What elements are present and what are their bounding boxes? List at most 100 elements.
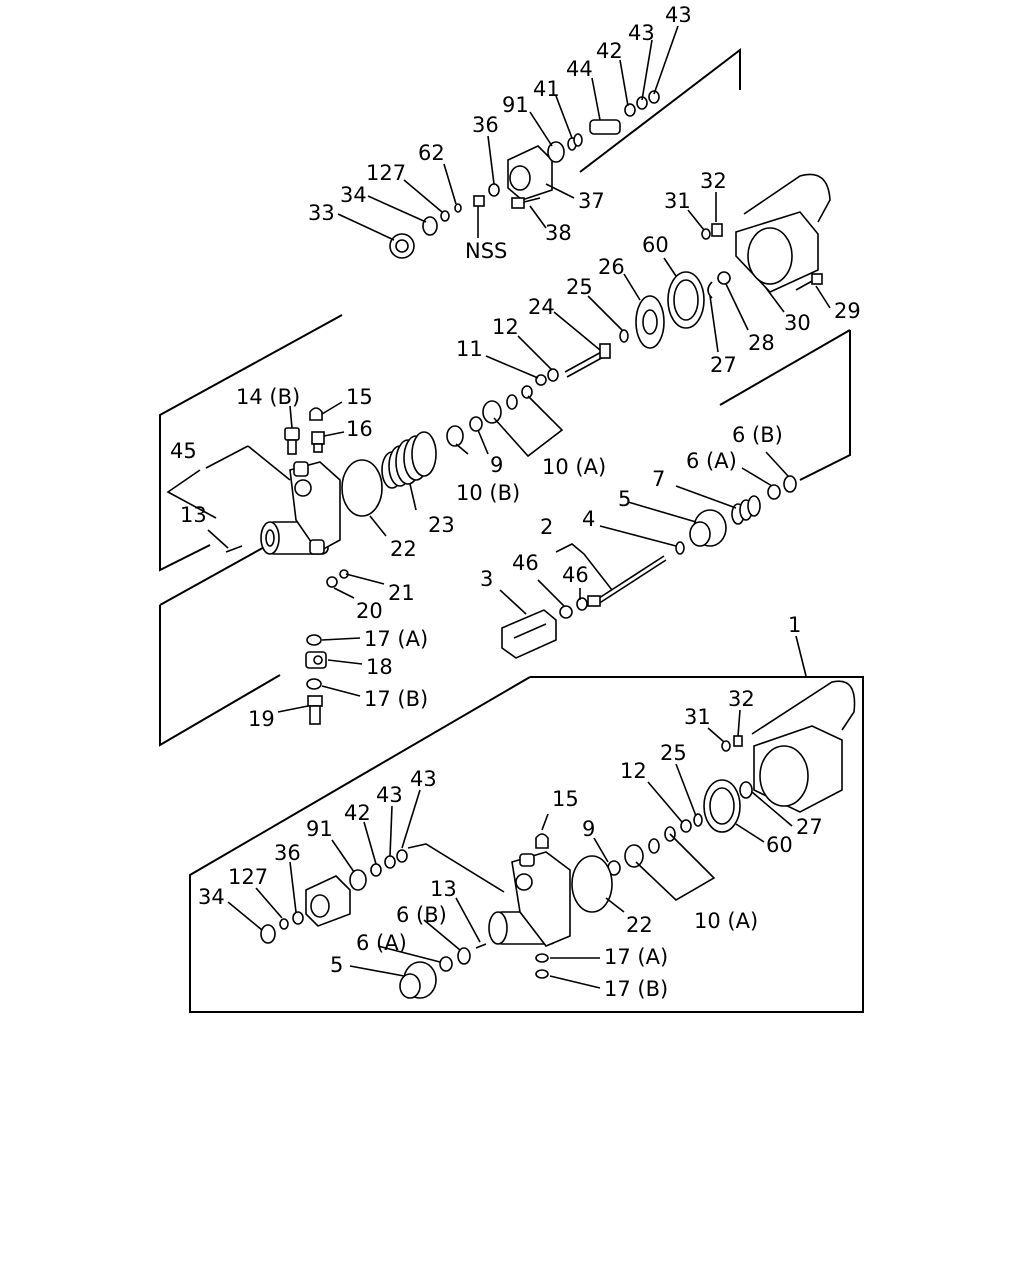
cylinder-part-lower [751, 680, 856, 813]
label-7: 7 [652, 467, 665, 491]
label-25: 25 [660, 741, 687, 765]
spring-41-part [567, 133, 583, 151]
label-3: 3 [480, 567, 493, 591]
ring-25-part [619, 329, 629, 343]
ring-6a-part [767, 484, 781, 500]
oring-91-lower-part [349, 869, 367, 891]
label-43: 43 [376, 783, 403, 807]
label-25: 25 [566, 275, 593, 299]
callout-labels-lower: 1 32 31 25 12 27 60 43 43 42 91 36 127 3… [198, 613, 823, 1001]
label-18: 18 [366, 655, 393, 679]
ring-6a-lower-part [439, 956, 453, 972]
ring-43b-part [648, 90, 660, 104]
clip-27-part [707, 281, 713, 299]
seal-10a-lower-c-part [624, 844, 644, 868]
label-17a: 17 (A) [364, 627, 428, 651]
plug-33-part [389, 233, 415, 259]
label-15: 15 [552, 787, 579, 811]
label-91: 91 [306, 817, 333, 841]
piston-5-part [689, 509, 727, 547]
ring-127-part [440, 210, 450, 222]
ring-12-part [547, 368, 559, 382]
label-127: 127 [366, 161, 406, 185]
valve-body-lower-part [488, 851, 571, 947]
housing-37-part [507, 145, 553, 201]
nut-46a-part [576, 597, 588, 611]
pin-13-part [225, 545, 243, 553]
plug-32-part [711, 223, 723, 237]
washer-17b-lower-part [535, 969, 549, 979]
rod-2-part [587, 555, 667, 607]
washer-17b-part [306, 678, 322, 690]
label-42: 42 [596, 39, 623, 63]
ring-42-part [624, 103, 636, 117]
label-13: 13 [180, 503, 207, 527]
label-44: 44 [566, 57, 593, 81]
lower-assembly-parts [260, 680, 856, 999]
label-36: 36 [472, 113, 499, 137]
washer-34-lower-part [260, 924, 276, 944]
label-17b: 17 (B) [364, 687, 428, 711]
label-16: 16 [346, 417, 373, 441]
ring-6b-lower-part [457, 947, 471, 965]
label-43: 43 [628, 21, 655, 45]
bellows-23-part [381, 431, 437, 489]
label-33: 33 [308, 201, 335, 225]
label-32: 32 [728, 687, 755, 711]
leader-lines-upper [166, 25, 831, 713]
label-14b: 14 (B) [236, 385, 300, 409]
label-26: 26 [598, 255, 625, 279]
nut-46b-part [559, 605, 573, 619]
label-60: 60 [642, 233, 669, 257]
label-38: 38 [545, 221, 572, 245]
label-5: 5 [330, 953, 343, 977]
label-20: 20 [356, 599, 383, 623]
oring-91-part [547, 141, 565, 163]
ring-42-lower-part [370, 863, 382, 877]
label-91: 91 [502, 93, 529, 117]
bolt-38-part [511, 197, 541, 209]
clevis-3-part [501, 609, 557, 659]
label-29: 29 [834, 299, 861, 323]
label-46: 46 [512, 551, 539, 575]
label-22: 22 [390, 537, 417, 561]
label-28: 28 [748, 331, 775, 355]
label-19: 19 [248, 707, 275, 731]
seal-10a-part [482, 400, 502, 424]
label-27: 27 [710, 353, 737, 377]
valve-44-part [589, 119, 621, 135]
label-36: 36 [274, 841, 301, 865]
housing-lower-part [305, 875, 351, 927]
label-60: 60 [766, 833, 793, 857]
label-6b: 6 (B) [732, 423, 783, 447]
leader-lines-lower [227, 635, 807, 989]
label-24: 24 [528, 295, 555, 319]
label-21: 21 [388, 581, 415, 605]
label-5: 5 [618, 487, 631, 511]
label-30: 30 [784, 311, 811, 335]
washer-34-part [422, 216, 438, 236]
label-43: 43 [665, 3, 692, 27]
spring-7-part [731, 495, 761, 525]
label-42: 42 [344, 801, 371, 825]
label-12: 12 [620, 759, 647, 783]
label-23: 23 [428, 513, 455, 537]
label-1: 1 [788, 613, 801, 637]
label-32: 32 [700, 169, 727, 193]
piston-26-part [635, 295, 665, 349]
upper-assembly-parts [225, 90, 831, 725]
label-17b: 17 (B) [604, 977, 668, 1001]
label-45: 45 [170, 439, 197, 463]
label-43: 43 [410, 767, 437, 791]
label-nss: NSS [465, 239, 507, 263]
label-9: 9 [490, 453, 503, 477]
seal-10b-part [446, 425, 464, 447]
callout-labels-upper: 43 43 42 44 41 91 36 62 127 34 33 NSS 37… [170, 3, 861, 731]
label-34: 34 [340, 183, 367, 207]
label-10a: 10 (A) [694, 909, 758, 933]
oring-22-part [341, 459, 383, 517]
valve-body-part [260, 461, 341, 555]
nut-20-part [326, 576, 338, 588]
label-10b: 10 (B) [456, 481, 520, 505]
